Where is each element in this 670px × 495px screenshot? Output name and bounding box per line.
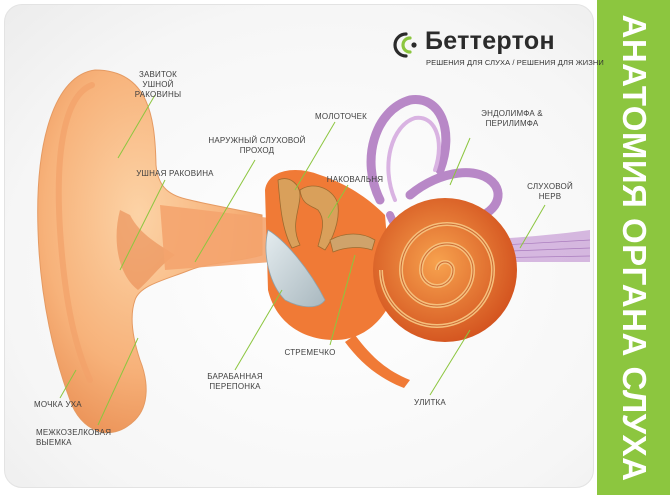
label-malleus: МОЛОТОЧЕК: [315, 112, 367, 121]
eustachian-tube-shape: [345, 335, 410, 388]
label-incus: НАКОВАЛЬНЯ: [326, 175, 384, 184]
brand-name: Беттертон: [425, 27, 555, 55]
label-helix: ЗАВИТОК УШНОЙ РАКОВИНЫ: [134, 70, 182, 99]
leader-lines: [59, 94, 546, 426]
brand-tagline: РЕШЕНИЯ ДЛЯ СЛУХА / РЕШЕНИЯ ДЛЯ ЖИЗНИ: [426, 58, 604, 67]
label-intertragic-notch: МЕЖКОЗЕЛКОВАЯ ВЫЕМКА: [36, 428, 112, 447]
label-earlobe: МОЧКА УХА: [34, 400, 82, 409]
label-stapes: СТРЕМЕЧКО: [284, 348, 336, 357]
label-endolymph: ЭНДОЛИМФА & ПЕРИЛИМФА: [481, 109, 543, 128]
hearing-waves-logo-icon: [393, 32, 417, 58]
eardrum-shape: [265, 229, 326, 308]
page-title: АНАТОМИЯ ОРГАНА СЛУХА: [615, 14, 653, 481]
incus-shape: [299, 185, 339, 251]
cochlea-shape: [373, 198, 517, 342]
label-auditory-nerve: СЛУХОВОЙ НЕРВ: [527, 182, 573, 201]
label-cochlea: УЛИТКА: [414, 398, 446, 407]
title-sidebar: АНАТОМИЯ ОРГАНА СЛУХА: [597, 0, 670, 495]
ear-anatomy-illustration: [37, 69, 591, 434]
brand-logo: Беттертон РЕШЕНИЯ ДЛЯ СЛУХА / РЕШЕНИЯ ДЛ…: [392, 26, 604, 70]
label-eardrum: БАРАБАННАЯ ПЕРЕПОНКА: [207, 372, 263, 391]
label-ear-canal: НАРУЖНЫЙ СЛУХОВОЙ ПРОХОД: [208, 136, 306, 155]
malleus-shape: [277, 178, 301, 249]
label-auricle: УШНАЯ РАКОВИНА: [136, 169, 214, 178]
ear-canal-shape: [160, 205, 272, 270]
stapes-shape: [329, 233, 376, 253]
